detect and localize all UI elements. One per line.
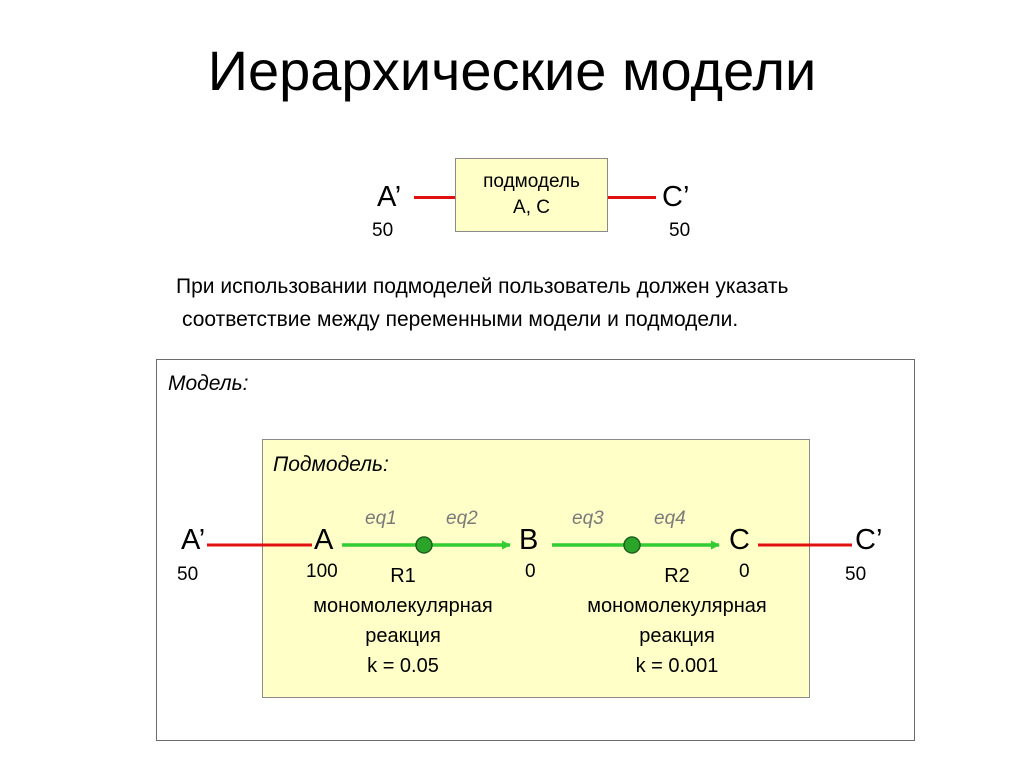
outer-right-variable: С’ [855,524,883,556]
reaction-r1-rate: k = 0.05 [367,655,439,677]
outer-left-value: 50 [177,564,199,585]
species-c: С [729,524,750,556]
species-b: В [519,524,539,556]
eq3-label: eq3 [572,508,604,529]
reaction-r2-rate: k = 0.001 [635,655,719,677]
top-right-variable: С’ [662,181,690,213]
top-left-wire [414,196,456,199]
reaction-node-r2 [623,536,641,554]
eq4-label: eq4 [654,508,686,529]
model-label: Модель: [168,372,249,395]
reaction-r2-type: мономолекулярная [587,595,767,617]
species-c-value: 0 [739,561,750,582]
top-right-value: 50 [669,220,691,241]
explanation-line-2: соответствие между переменными модели и … [182,308,739,331]
submodel-frame [262,439,810,698]
species-a: А [314,524,334,556]
top-left-variable: А’ [377,181,402,213]
explanation-text: При использовании подмоделей пользовател… [176,270,788,336]
top-right-wire [608,196,656,199]
reaction-r2-description: R2 мономолекулярная реакция k = 0.001 [557,561,797,681]
reaction-node-r1 [415,536,433,554]
submodel-block-variables: А, С [513,197,550,218]
submodel-label: Подмодель: [273,453,389,476]
explanation-line-1: При использовании подмоделей пользовател… [176,275,789,298]
eq2-label: eq2 [446,508,478,529]
reaction-r1-name: R1 [390,565,416,587]
species-b-value: 0 [525,561,536,582]
reaction-r1-description: R1 мономолекулярная реакция k = 0.05 [283,561,523,681]
outer-left-variable: А’ [181,524,206,556]
reaction-r2-type-line2: реакция [639,625,715,647]
reaction-r1-type-line2: реакция [365,625,441,647]
eq1-label: eq1 [365,508,397,529]
top-left-value: 50 [372,220,394,241]
page-title: Иерархические модели [207,39,817,102]
submodel-block-title: подмодель [483,171,580,192]
species-a-value: 100 [306,561,338,582]
outer-right-value: 50 [845,564,867,585]
reaction-r1-type: мономолекулярная [313,595,493,617]
reaction-r2-name: R2 [664,565,690,587]
submodel-block: подмодель А, С [455,158,608,232]
